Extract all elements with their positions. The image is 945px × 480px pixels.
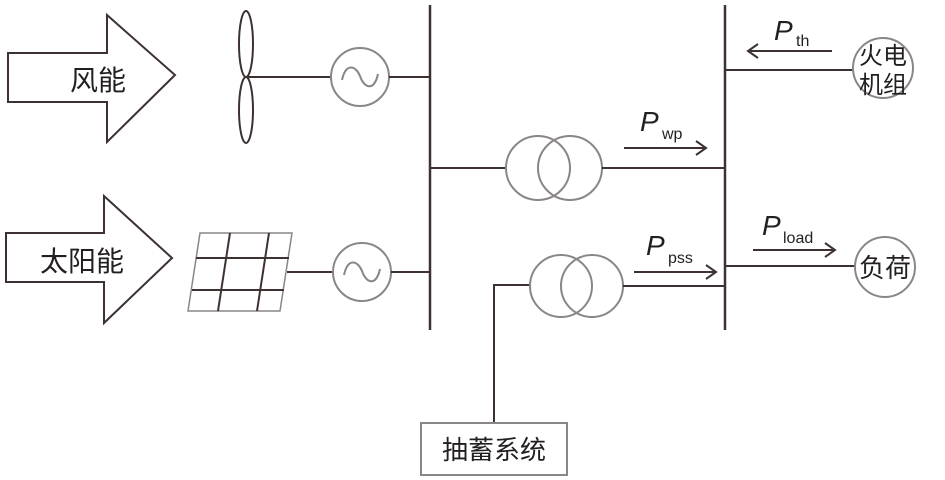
flow-arrow-pss xyxy=(634,264,718,280)
pumped-storage-label: 抽蓄系统 xyxy=(442,436,546,466)
flow-symbol-wp: P xyxy=(640,106,659,137)
thermal-unit-label-line2: 机组 xyxy=(859,71,907,99)
thermal-unit-label-line1: 火电 xyxy=(859,42,907,70)
pumped-storage-line xyxy=(493,284,530,423)
solar-energy-arrow xyxy=(5,193,174,326)
flow-subscript-wp: wp xyxy=(661,126,683,143)
flow-arrow-load xyxy=(753,242,837,258)
solar-inverter-icon xyxy=(332,242,392,302)
flow-label-pss: P pss xyxy=(646,230,693,267)
transformer-wp-icon xyxy=(505,135,603,201)
wind-energy-arrow xyxy=(7,12,177,145)
flow-subscript-thermal: th xyxy=(796,33,809,50)
pumped-storage-node xyxy=(420,422,568,476)
flow-label-wp: P wp xyxy=(640,106,683,143)
flow-label-thermal: P th xyxy=(774,15,809,50)
flow-subscript-load: load xyxy=(783,230,813,247)
solar-panel-icon xyxy=(187,232,293,312)
solar-energy-label: 太阳能 xyxy=(40,245,124,278)
wind-energy-label: 风能 xyxy=(70,64,126,97)
wind-generator-icon xyxy=(330,47,390,107)
flow-arrow-thermal xyxy=(746,43,832,59)
flow-subscript-pss: pss xyxy=(668,250,693,267)
flow-label-load: P load xyxy=(762,210,813,247)
transformer-pss-icon xyxy=(529,254,624,318)
flow-symbol-load: P xyxy=(762,210,781,241)
flow-symbol-pss: P xyxy=(646,230,665,261)
flow-arrow-wp xyxy=(624,140,708,156)
flow-symbol-thermal: P xyxy=(774,15,793,46)
thermal-unit-node xyxy=(852,37,914,99)
load-label: 负荷 xyxy=(859,254,911,284)
load-node xyxy=(854,236,916,298)
